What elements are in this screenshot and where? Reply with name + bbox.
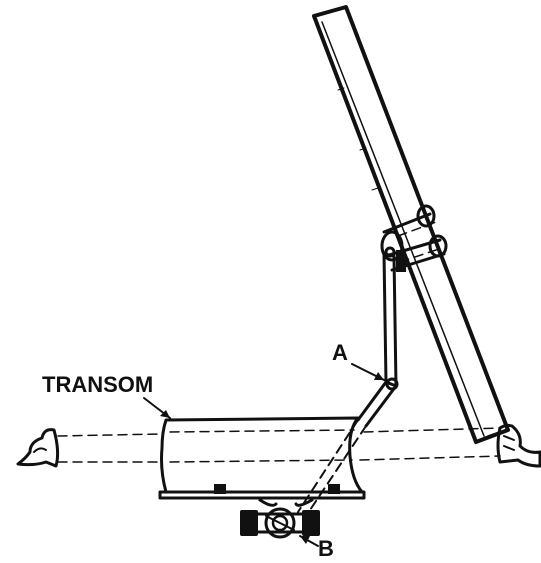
- leader-arrows: [143, 363, 385, 547]
- transom: [158, 416, 366, 500]
- rail-lines: [57, 427, 501, 463]
- label-b: B: [318, 536, 334, 561]
- right-rail-end: [496, 423, 541, 468]
- fitting-b: [240, 498, 320, 539]
- inclined-tube: [312, 5, 510, 444]
- left-rail-end: [16, 428, 60, 468]
- transom-label: TRANSOM: [42, 372, 153, 397]
- label-a: A: [332, 340, 348, 365]
- link-rod-a: [356, 246, 399, 428]
